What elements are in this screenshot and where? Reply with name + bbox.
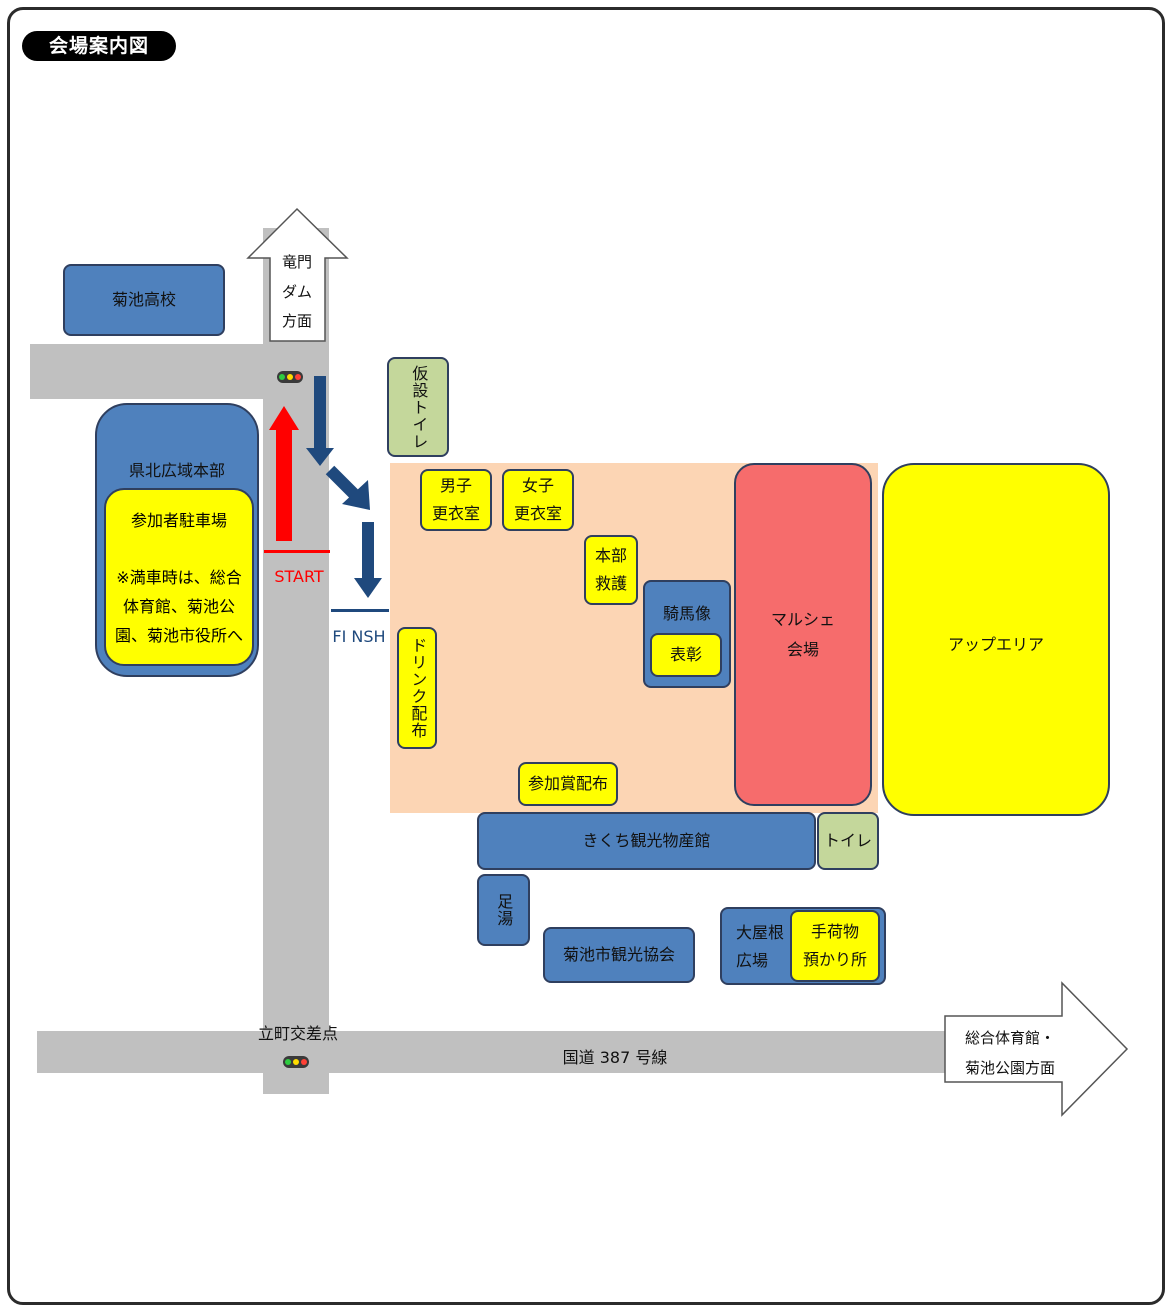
parking-title: 参加者駐車場 (130, 511, 227, 530)
kikuchi-kanko-bussankan: きくち観光物産館 (477, 812, 816, 870)
participant-parking: 参加者駐車場 ※満車時は、総合 体育館、菊池公 園、菊池市役所へ (104, 488, 254, 666)
baggage-line2: 預かり所 (802, 950, 867, 969)
intersection-label: 立町交差点 (257, 1024, 338, 1043)
baggage-line1: 手荷物 (810, 922, 859, 941)
temporary-toilet: 仮設トイレ (387, 357, 449, 457)
north-direction-arrow (246, 207, 349, 342)
footbath: 足湯 (477, 874, 530, 946)
north-sign-line3: 方面 (281, 312, 312, 330)
start-arrow (269, 406, 299, 541)
traffic-signal-south (283, 1056, 309, 1068)
road-national-route (37, 1031, 945, 1073)
parking-note-3: 園、菊池市役所へ (114, 626, 243, 645)
kenboku-label: 県北広域本部 (128, 461, 225, 480)
map-title: 会場案内図 (22, 31, 176, 61)
mens-changing-room: 男子 更衣室 (420, 469, 492, 531)
awards-area: 表彰 (650, 633, 722, 677)
equestrian-statue-label: 騎馬像 (662, 604, 711, 623)
kanko-kyokai: 菊池市観光協会 (543, 927, 695, 983)
hq-line2: 救護 (594, 574, 627, 593)
participation-prize: 参加賞配布 (518, 762, 618, 806)
toilet: トイレ (817, 812, 879, 870)
finish-label: FI NSH (332, 627, 386, 646)
hq-line1: 本部 (594, 546, 627, 565)
north-sign-line2: ダム (281, 283, 312, 301)
oyane-line2: 広場 (736, 951, 769, 970)
traffic-signal-north (277, 371, 303, 383)
course-arrow-1 (306, 376, 334, 466)
mens-changing-line2: 更衣室 (431, 504, 480, 523)
parking-note-1: ※満車時は、総合 (116, 568, 242, 587)
womens-changing-line1: 女子 (521, 476, 554, 495)
east-sign-line1: 総合体育館・ (964, 1029, 1055, 1047)
baggage-storage: 手荷物 預かり所 (790, 910, 880, 982)
oyane-line1: 大屋根 (736, 923, 785, 942)
national-route-label: 国道 387 号線 (562, 1048, 668, 1067)
kikuchi-high-school: 菊池高校 (63, 264, 225, 336)
marche-line2: 会場 (786, 639, 819, 659)
east-sign-line2: 菊池公園方面 (964, 1059, 1055, 1077)
course-arrow-2 (325, 465, 370, 510)
drink-station: ドリンク配布 (397, 627, 437, 749)
north-sign-line1: 竜門 (281, 253, 312, 271)
womens-changing-line2: 更衣室 (513, 504, 562, 523)
finish-line (331, 609, 389, 612)
start-line (264, 550, 330, 553)
east-direction-arrow (944, 981, 1129, 1117)
course-arrow-3 (354, 522, 382, 598)
start-label: START (274, 567, 324, 586)
temporary-toilet-label: 仮設トイレ (409, 364, 429, 450)
marche-venue: マルシェ 会場 (734, 463, 872, 806)
drink-station-label: ドリンク配布 (408, 637, 428, 739)
womens-changing-room: 女子 更衣室 (502, 469, 574, 531)
hq-first-aid: 本部 救護 (584, 535, 638, 605)
marche-line1: マルシェ (770, 609, 835, 629)
warm-up-area: アップエリア (882, 463, 1110, 816)
footbath-label: 足湯 (494, 893, 514, 927)
mens-changing-line1: 男子 (439, 476, 472, 495)
parking-note-2: 体育館、菊池公 (122, 597, 235, 616)
